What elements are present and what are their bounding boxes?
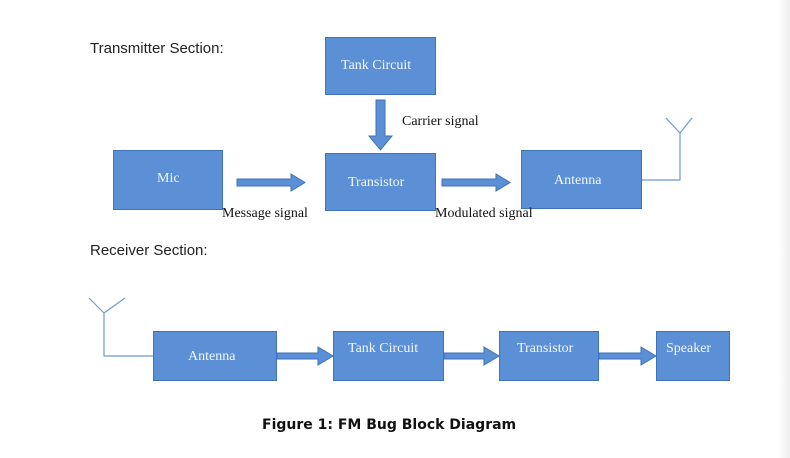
modulated-signal-label: Modulated signal: [435, 206, 533, 221]
rx-antenna-to-tank-arrow: [276, 346, 334, 366]
tx-antenna-label: Antenna: [554, 173, 602, 188]
rx-antenna-block: Antenna: [153, 331, 277, 381]
rx-tank-circuit-block: Tank Circuit: [333, 331, 444, 381]
tx-antenna-block: Antenna: [521, 150, 642, 209]
carrier-signal-label: Carrier signal: [402, 114, 479, 129]
transmitter-section-label: Transmitter Section:: [90, 40, 224, 57]
speaker-block: Speaker: [656, 331, 730, 381]
tx-tank-circuit-block: Tank Circuit: [325, 37, 436, 95]
tx-transistor-block: Transistor: [325, 153, 436, 211]
page-edge-shadow: [778, 0, 790, 458]
modulated-signal-arrow: [441, 173, 511, 192]
carrier-signal-arrow: [367, 99, 394, 151]
figure-caption: Figure 1: FM Bug Block Diagram: [262, 417, 517, 433]
speaker-label: Speaker: [666, 341, 712, 356]
message-signal-arrow: [236, 173, 306, 192]
rx-antenna-symbol-icon: [88, 297, 153, 357]
receiver-section-label: Receiver Section:: [90, 242, 208, 259]
rx-transistor-block: Transistor: [499, 331, 599, 381]
rx-tank-to-transistor-arrow: [443, 346, 500, 366]
mic-block: Mic: [113, 150, 223, 210]
tx-tank-circuit-label: Tank Circuit: [341, 58, 412, 73]
rx-transistor-to-speaker-arrow: [598, 346, 657, 366]
message-signal-label: Message signal: [222, 206, 308, 221]
mic-label: Mic: [157, 171, 180, 186]
rx-antenna-label: Antenna: [188, 349, 236, 364]
rx-transistor-label: Transistor: [517, 341, 574, 356]
tx-transistor-label: Transistor: [348, 175, 405, 190]
rx-tank-circuit-label: Tank Circuit: [348, 341, 419, 356]
tx-antenna-symbol-icon: [642, 117, 693, 181]
